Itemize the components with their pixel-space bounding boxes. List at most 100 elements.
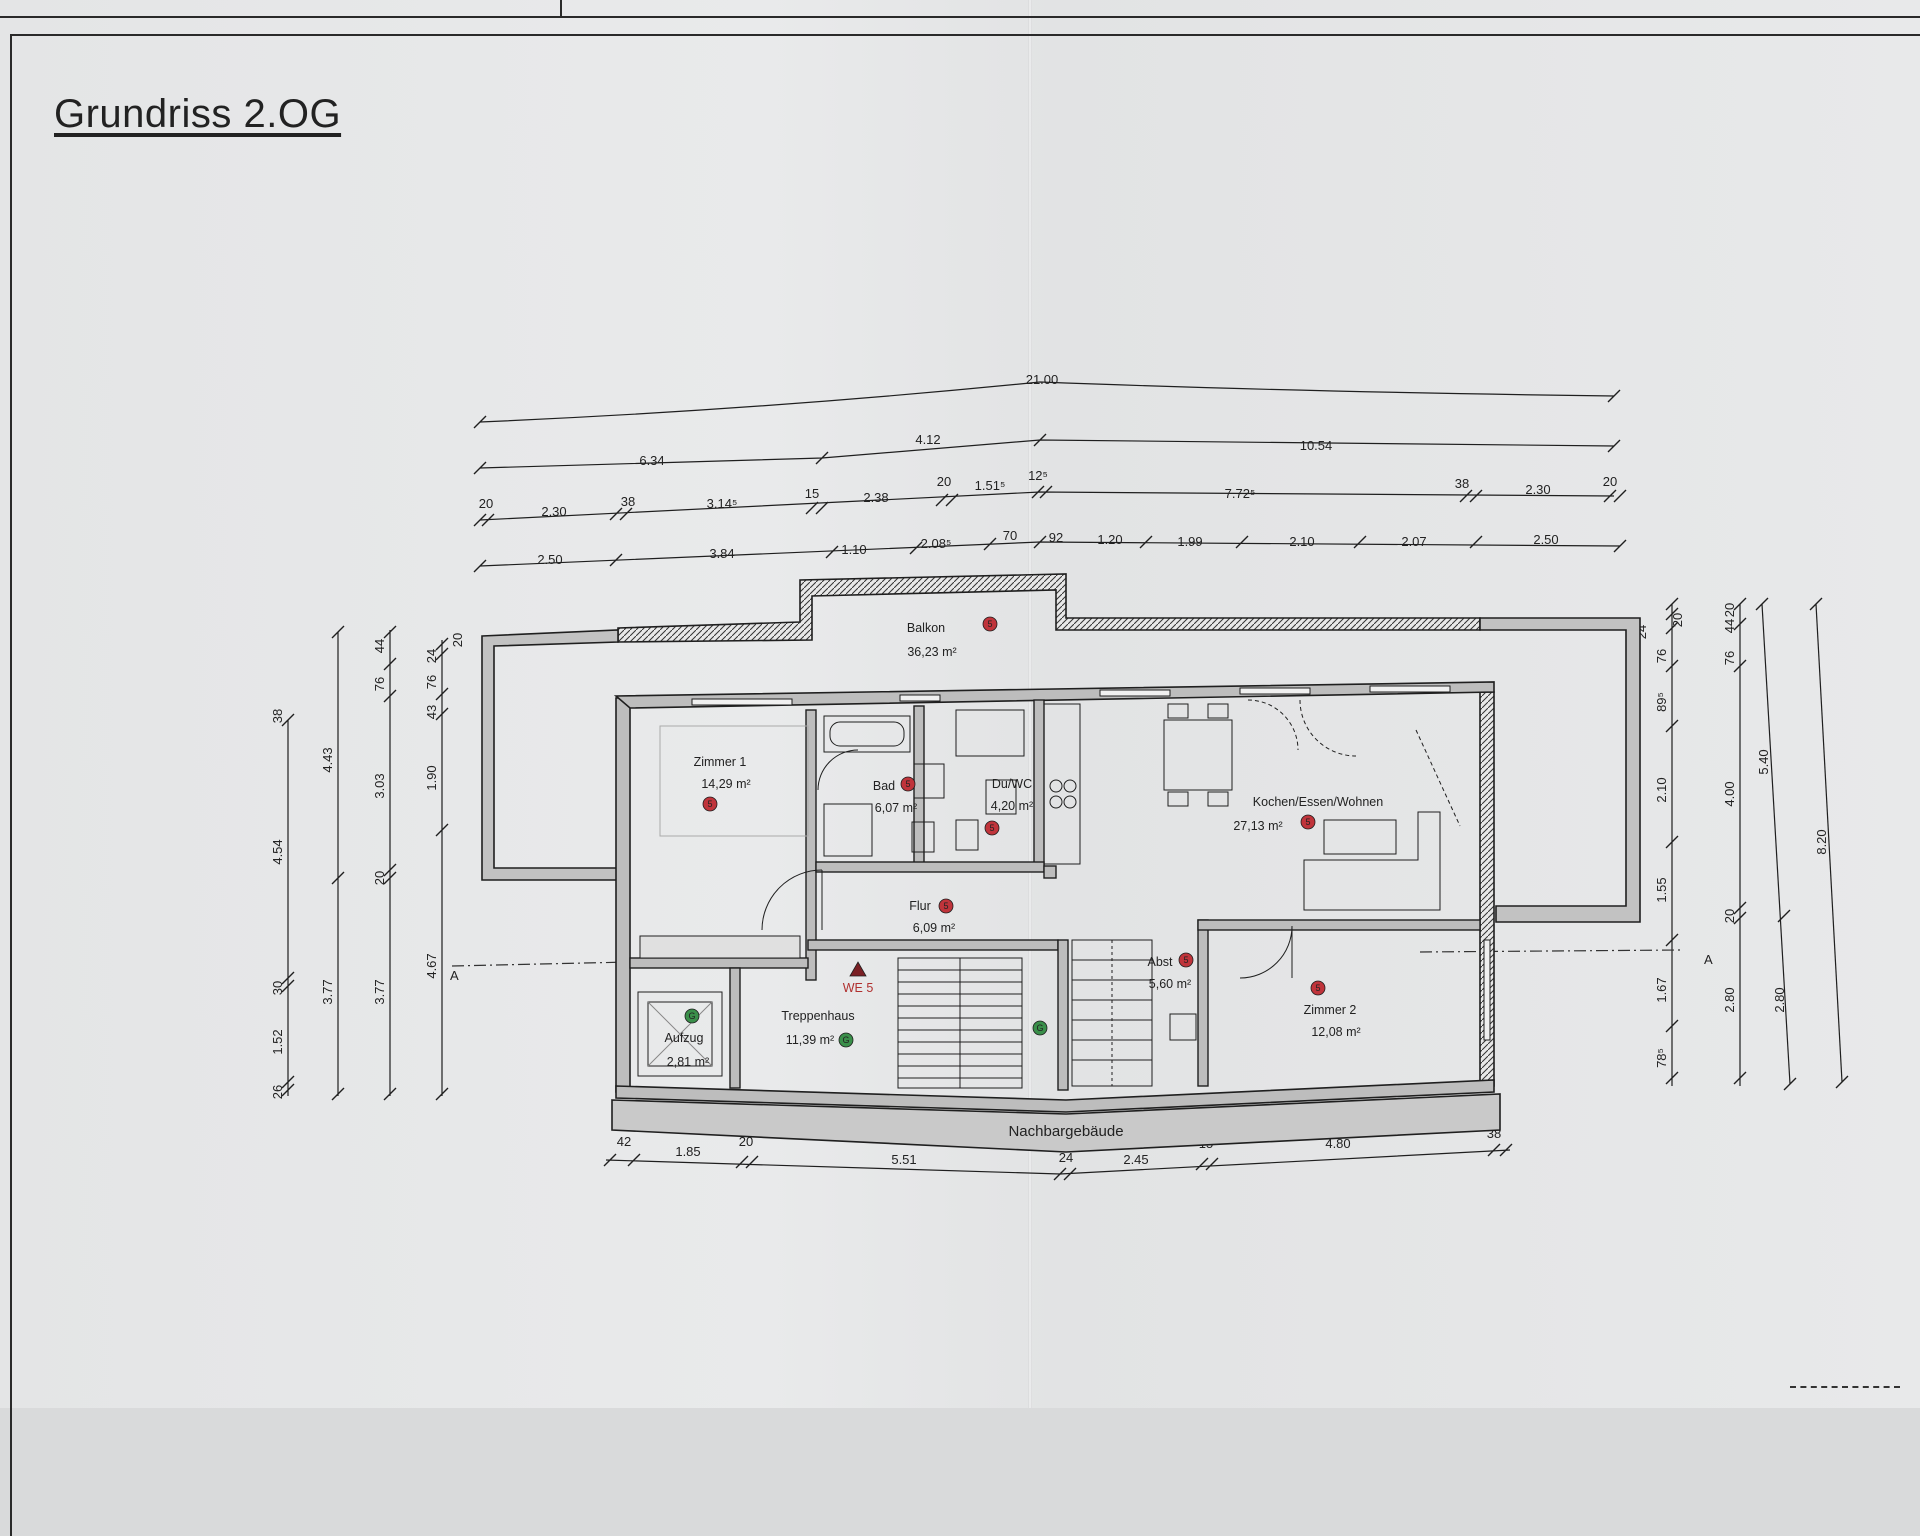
dim-top-r4-3: 1.10 (841, 542, 866, 557)
dim-left-c4-2: 24 (424, 649, 439, 663)
outer-wall-left (615, 697, 631, 1093)
dim-right-c2-4: 4.00 (1722, 781, 1737, 806)
badge-text-flur: 5 (943, 901, 948, 911)
dim-top-r3-8: 1.51⁵ (975, 478, 1006, 493)
room-area-flur: 6,09 m² (913, 921, 955, 935)
dim-right-c1-7: 1.67 (1654, 977, 1669, 1002)
dim-left-c1-4: 1.52 (270, 1029, 285, 1054)
dim-right-c3-1: 5.40 (1756, 749, 1771, 774)
bed (659, 725, 809, 837)
outer-wall-bottom (615, 1079, 1495, 1113)
kitchen-counter (1043, 703, 1081, 865)
coffee-table (1323, 819, 1397, 855)
dimension-labels-right: 20 24 76 89⁵ 2.10 1.55 1.67 78⁵ 20 44 76… (1634, 603, 1829, 1068)
badge-balkon (982, 616, 998, 632)
wall-stair-north (807, 939, 1059, 951)
dim-right-c2-3: 76 (1722, 651, 1737, 665)
right-terrace-wall (1479, 617, 1641, 923)
room-area-zimmer1: 14,29 m² (701, 777, 750, 791)
badge-duwc (984, 820, 1000, 836)
dim-right-c2-5: 20 (1722, 909, 1737, 923)
badge-text-balkon: 5 (987, 619, 992, 629)
dim-top-r4-8: 1.99 (1177, 534, 1202, 549)
dim-right-c4-1: 8.20 (1814, 829, 1829, 854)
dim-left-c2-2: 3.77 (320, 979, 335, 1004)
badge-text-abst: 5 (1183, 955, 1188, 965)
neighbor-building-label: Nachbargebäude (1008, 1123, 1123, 1140)
dim-left-c4-3: 76 (424, 675, 439, 689)
dim-top-r3-2: 2.30 (541, 504, 566, 519)
door-kitchen-window (1415, 729, 1461, 827)
unit-label: WE 5 (843, 981, 874, 995)
dim-top-overall: 21.00 (1026, 372, 1059, 387)
unit-marker-triangle (849, 961, 867, 977)
window-kitchen-2 (1239, 687, 1311, 695)
room-area-aufzug: 2,81 m² (667, 1055, 709, 1069)
dim-top-r4-2: 3.84 (709, 546, 734, 561)
room-area-kochen: 27,13 m² (1233, 819, 1282, 833)
door-bad (817, 749, 859, 791)
dim-left-c3-5: 3.77 (372, 979, 387, 1004)
dimension-labels-top: 21.00 6.34 4.12 10.54 20 2.30 38 3.14⁵ 1… (479, 372, 1617, 567)
room-name-aufzug: Aufzug (665, 1031, 704, 1045)
badge-zimmer1 (702, 796, 718, 812)
balcony-parapet (617, 573, 1481, 643)
dim-left-c3-4: 20 (372, 871, 387, 885)
dim-right-c1-4: 89⁵ (1654, 692, 1669, 712)
dim-right-c1-8: 78⁵ (1654, 1048, 1669, 1068)
dim-top-r3-11: 38 (1455, 476, 1469, 491)
dim-right-c1-1: 20 (1670, 613, 1685, 627)
drawing-frame (10, 34, 1920, 1536)
dim-top-r3-3: 38 (621, 494, 635, 509)
dim-left-c3-3: 3.03 (372, 773, 387, 798)
badge-kochen (1300, 814, 1316, 830)
dim-top-r4-10: 2.07 (1401, 534, 1426, 549)
bathtub (823, 715, 911, 753)
dim-bottom-8: 4.80 (1325, 1136, 1350, 1151)
dim-top-r3-6: 2.38 (863, 490, 888, 505)
dim-right-c2-2: 44 (1722, 619, 1737, 633)
dim-top-r4-5: 70 (1003, 528, 1017, 543)
dim-right-c1-5: 2.10 (1654, 777, 1669, 802)
elevator (637, 991, 723, 1077)
room-area-balkon: 36,23 m² (907, 645, 956, 659)
dim-right-c1-3: 76 (1654, 649, 1669, 663)
section-line (451, 949, 1681, 967)
paper-fold (1028, 0, 1032, 1408)
elevator-shaft (637, 991, 723, 1077)
furniture (659, 703, 1441, 1041)
radiator-zimmer1 (639, 935, 801, 959)
badge-text-bad: 5 (905, 779, 910, 789)
dim-top-r3-1: 20 (479, 496, 493, 511)
dim-right-c2-6: 2.80 (1722, 987, 1737, 1012)
dim-left-c3-2: 76 (372, 677, 387, 691)
dim-bottom-1: 42 (617, 1134, 631, 1149)
shower-duwc (955, 709, 1025, 757)
dim-top-r4-4: 2.08⁵ (921, 536, 952, 551)
dim-top-r4-7: 1.20 (1097, 532, 1122, 547)
dim-left-c1-5: 26 (270, 1085, 285, 1099)
floor-plan: 21.00 6.34 4.12 10.54 20 2.30 38 3.14⁵ 1… (270, 372, 1849, 1181)
room-name-balkon: Balkon (907, 621, 945, 635)
window-zimmer1 (691, 698, 793, 706)
dim-top-r3-13: 20 (1603, 474, 1617, 489)
room-name-zimmer2: Zimmer 2 (1304, 1003, 1357, 1017)
room-badges (684, 616, 1326, 1048)
door-balcony (1299, 699, 1357, 757)
room-name-zimmer1: Zimmer 1 (694, 755, 747, 769)
dim-bottom-3: 20 (739, 1134, 753, 1149)
room-name-abst: Abst (1147, 955, 1173, 969)
wall-zimmer2-north (1197, 919, 1481, 931)
room-name-flur: Flur (909, 899, 931, 913)
dim-bottom-4: 5.51 (891, 1152, 916, 1167)
title-block-divider (560, 0, 562, 16)
dim-top-r4-1: 2.50 (537, 552, 562, 567)
paper-sheet (0, 0, 1920, 1408)
drawing-title: Grundriss 2.OG (54, 92, 342, 136)
shower-bad (823, 803, 873, 857)
dim-top-r2-1: 6.34 (639, 453, 664, 468)
section-marker-right: A (1704, 952, 1713, 967)
wall-zimmer1-south (629, 957, 809, 969)
badge-text-treppenhaus: G (842, 1035, 849, 1045)
wall-zimmer1-east (805, 709, 817, 981)
